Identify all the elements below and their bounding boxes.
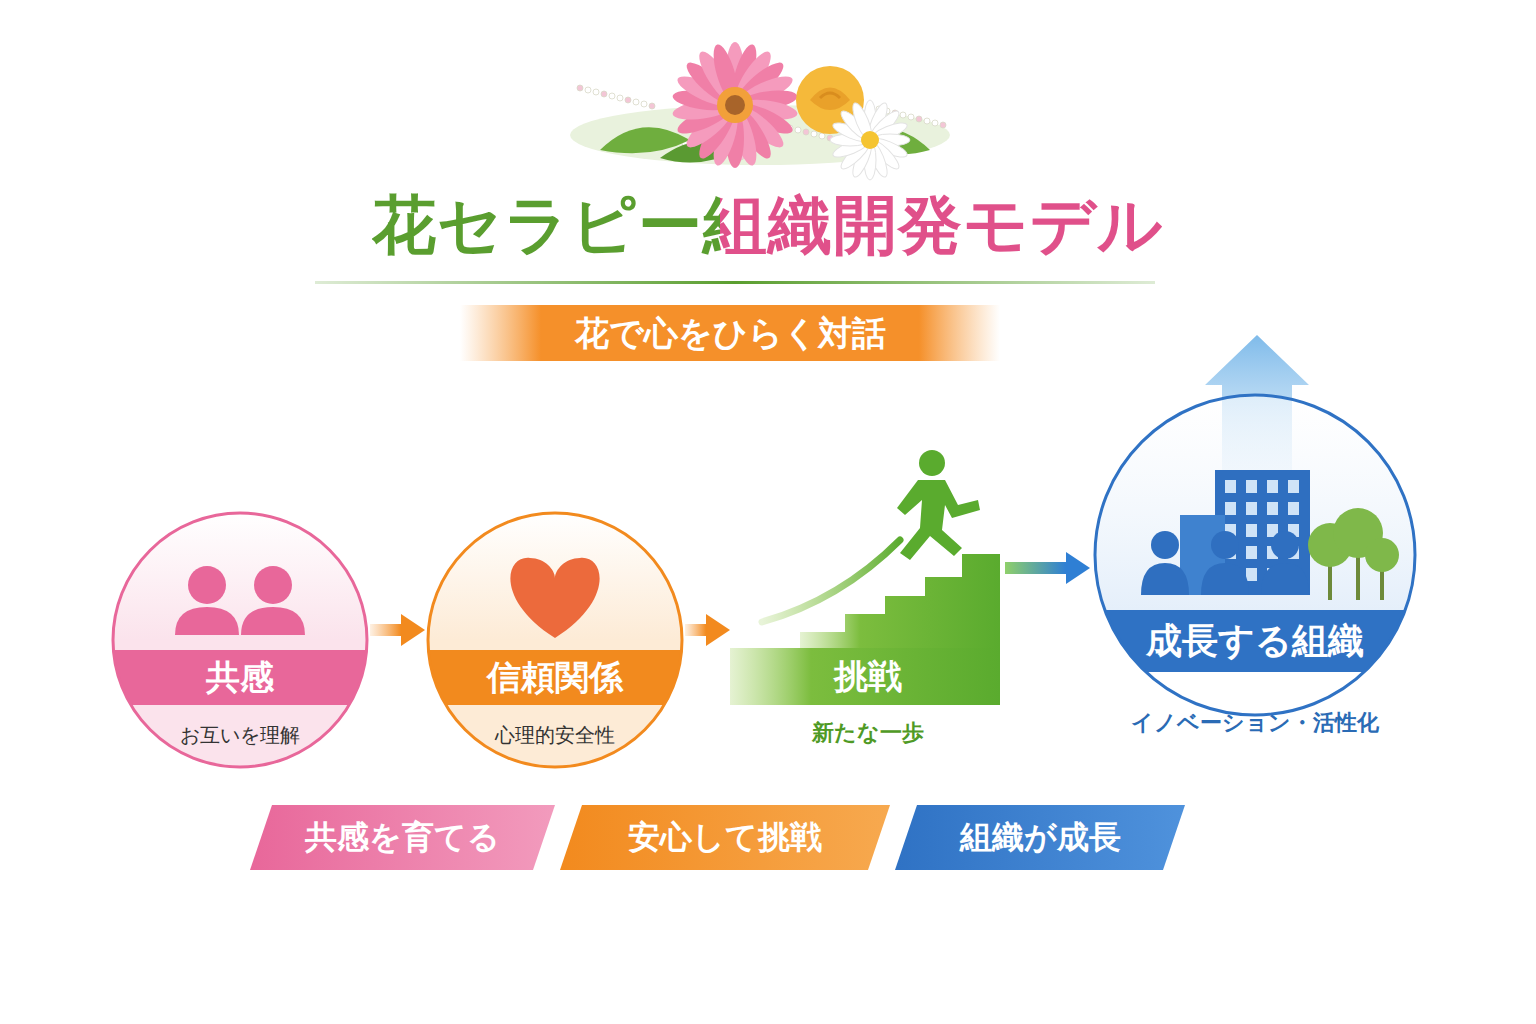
people-icon xyxy=(175,566,305,635)
stage-node: 信頼関係心理的安全性 xyxy=(425,510,685,770)
small-flower xyxy=(609,93,615,99)
arrow-shaft xyxy=(1005,562,1066,574)
window xyxy=(1288,480,1299,493)
arrow-head xyxy=(1066,552,1090,584)
stairs xyxy=(800,554,1000,648)
tree-icon xyxy=(1308,508,1399,600)
tag-label: 組織が成長 xyxy=(895,805,1185,870)
small-flower xyxy=(601,91,607,97)
circle-band xyxy=(110,650,370,705)
arrow-head xyxy=(706,614,730,646)
window xyxy=(1246,546,1257,559)
arrow-shaft xyxy=(685,624,706,636)
title: 花セラピー組織開発モデル xyxy=(372,188,1164,262)
arrow-shaft xyxy=(370,624,401,636)
summary-tag: 安心して挑戦 xyxy=(560,805,890,870)
circle-outline xyxy=(1095,395,1415,715)
shape-part xyxy=(1365,538,1399,572)
stage-heading: 挑戦 xyxy=(730,648,1005,705)
small-flower xyxy=(641,101,647,107)
subtitle-band: 花で心をひらく対話 xyxy=(460,305,1000,361)
window xyxy=(1225,502,1236,515)
shape-part xyxy=(1271,531,1299,559)
arrow-head xyxy=(401,614,425,646)
flower-bouquet xyxy=(570,42,950,180)
small-flower xyxy=(940,122,946,128)
small-flower xyxy=(649,103,655,109)
subtitle-band xyxy=(460,305,1000,361)
heart-icon xyxy=(510,558,599,638)
small-flower xyxy=(617,95,623,101)
shape-part xyxy=(1261,563,1309,595)
small-flower xyxy=(593,89,599,95)
stage-caption: 新たな一歩 xyxy=(730,718,1005,748)
small-flower xyxy=(577,85,583,91)
small-flower xyxy=(819,133,825,139)
tag-band xyxy=(560,805,890,870)
flow-arrow xyxy=(370,614,425,646)
stage-node: 挑戦新たな一歩 xyxy=(730,540,1005,760)
small-flower xyxy=(795,127,801,133)
small-flower xyxy=(916,116,922,122)
summary-tag: 組織が成長 xyxy=(895,805,1185,870)
tag-band xyxy=(895,805,1185,870)
small-flower xyxy=(585,87,591,93)
small-flower xyxy=(811,131,817,137)
circle-band xyxy=(425,650,685,705)
small-flower xyxy=(633,99,639,105)
stage-caption: 心理的安全性 xyxy=(425,720,685,750)
stage-heading: 成長する組織 xyxy=(1090,610,1420,672)
people-icon xyxy=(1141,531,1309,595)
shape-part xyxy=(254,566,292,604)
stage-caption: お互いを理解 xyxy=(110,720,370,750)
tag-label: 安心して挑戦 xyxy=(560,805,890,870)
shape-part xyxy=(1201,563,1249,595)
summary-tag: 共感を育てる xyxy=(250,805,555,870)
flow-arrow xyxy=(685,614,730,646)
shape-part xyxy=(241,607,305,635)
tag-band xyxy=(250,805,555,870)
circle-band xyxy=(1090,610,1420,672)
shape-part xyxy=(175,607,239,635)
shape-part xyxy=(1151,531,1179,559)
subtitle: 花で心をひらく対話 xyxy=(460,305,1000,361)
window xyxy=(1246,502,1257,515)
stage-node: 成長する組織イノベーション・活性化 xyxy=(1090,395,1420,755)
small-flower xyxy=(803,129,809,135)
window xyxy=(1246,568,1257,581)
motion-swoosh xyxy=(762,540,900,622)
shape-part xyxy=(1141,563,1189,595)
flow-arrow xyxy=(1005,552,1090,584)
window xyxy=(1225,480,1236,493)
window xyxy=(1288,502,1299,515)
window xyxy=(1246,480,1257,493)
stage-caption: イノベーション・活性化 xyxy=(1090,708,1420,738)
node-outline xyxy=(1090,395,1420,755)
small-flower xyxy=(908,114,914,120)
small-flower xyxy=(924,118,930,124)
shape-part xyxy=(188,566,226,604)
tag-label: 共感を育てる xyxy=(250,805,555,870)
small-flower xyxy=(932,120,938,126)
window xyxy=(1246,524,1257,537)
stage-heading: 共感 xyxy=(110,650,370,705)
building-icon xyxy=(1180,470,1310,595)
title-rule xyxy=(315,281,1155,284)
runner-figure xyxy=(897,450,980,560)
stage-heading: 信頼関係 xyxy=(425,650,685,705)
small-flower xyxy=(900,112,906,118)
stage-node: 共感お互いを理解 xyxy=(110,510,370,770)
small-flower xyxy=(625,97,631,103)
window xyxy=(1267,502,1278,515)
shape-part xyxy=(1211,531,1239,559)
title-wrap: 花セラピー組織開発モデル xyxy=(0,182,1536,269)
window xyxy=(1267,480,1278,493)
